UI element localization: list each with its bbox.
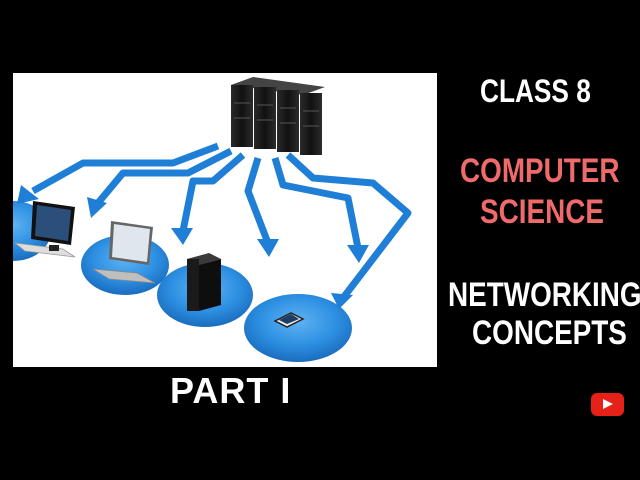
tower-pc bbox=[187, 253, 221, 311]
part-title: PART I bbox=[170, 370, 292, 411]
topic-line-2: CONCEPTS bbox=[472, 314, 627, 352]
server-racks bbox=[231, 77, 325, 155]
tablet bbox=[273, 312, 305, 328]
subject-line-2: SCIENCE bbox=[480, 193, 604, 231]
laptop bbox=[92, 221, 156, 284]
network-arrows bbox=[31, 142, 412, 301]
network-illustration bbox=[13, 73, 437, 367]
play-triangle-icon bbox=[603, 399, 613, 409]
class-label: CLASS 8 bbox=[480, 73, 591, 109]
subject-line-1: COMPUTER bbox=[460, 152, 620, 190]
desktop-computer bbox=[13, 201, 76, 258]
youtube-play-icon[interactable] bbox=[591, 393, 624, 416]
topic-line-1: NETWORKING bbox=[448, 276, 640, 314]
arrow-heads bbox=[17, 185, 369, 309]
